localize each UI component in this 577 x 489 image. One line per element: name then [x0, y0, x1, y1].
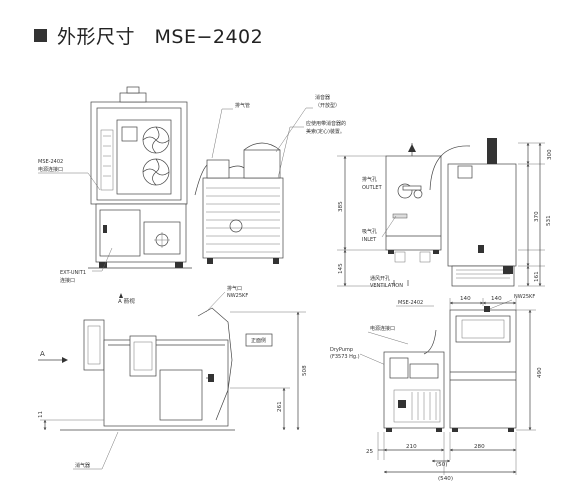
dim-300: 300 — [547, 149, 553, 160]
arrow-view-label: A 箭视 — [118, 297, 135, 305]
exhaust-port-label-2: OUTLET — [362, 185, 383, 191]
muffler-note-2: 美索(定心)装置。 — [306, 128, 345, 135]
view-a-label: A — [40, 350, 45, 358]
dim-531: 531 — [546, 215, 552, 226]
exhaust-pipe-label: 排气管 — [235, 102, 250, 109]
exhaust-port-label-1: 排气孔 — [362, 176, 377, 183]
exhaust-nw25-small-label: NW25KF — [514, 294, 535, 300]
dim-145: 145 — [338, 263, 344, 274]
side-view-pump: 300 370 531 161 — [429, 138, 553, 287]
front-view-machine — [88, 86, 192, 269]
dim-25: 25 — [366, 449, 374, 455]
page-title: 外形尺寸 MSE−2402 — [57, 25, 264, 48]
mse2402-small-label: MSE-2402 — [398, 300, 423, 306]
muffler-label-1: 消音器 — [315, 94, 330, 101]
dim-50: (50) — [436, 462, 447, 468]
muffler-note-1: 应使用带消音器的 — [306, 120, 346, 127]
intake-port-label-2: INLET — [362, 237, 377, 243]
exhaust-nw25-label-2: NW25KF — [227, 293, 248, 299]
drypump-label-1: DryPump — [330, 347, 353, 353]
drypump-label-2: (F3573 Hg.) — [330, 354, 360, 360]
power-port-small-label: 电源连接口 — [370, 325, 395, 332]
exhaust-nw25-label-1: 排气口 — [227, 285, 242, 292]
dim-508: 508 — [302, 365, 308, 376]
muffler-label-2: （开放型） — [315, 102, 340, 109]
ventilation-label-1: 通风开孔 — [370, 275, 390, 282]
dim-210: 210 — [406, 444, 417, 450]
dim-540: (540) — [438, 476, 453, 482]
dim-385: 385 — [338, 201, 344, 212]
ext-unit-label-1: EXT-UNIT1 — [60, 270, 86, 276]
ventilation-label-2: VENTILATION — [370, 283, 403, 289]
side-view-machine: 排气孔 OUTLET 吸气孔 INLET 通风开孔 VENTILATION 38… — [337, 143, 442, 289]
dim-261: 261 — [277, 401, 283, 412]
front-view-bottom-assembly: MSE-2402 电源连接口 DryPump (F3573 Hg.) NW25K… — [330, 294, 543, 482]
front-side-label: 正面侧 — [251, 337, 266, 344]
mse2402-power-label-2: 电源连接口 — [38, 166, 63, 173]
dim-490: 490 — [537, 367, 543, 378]
front-view-pump — [194, 142, 284, 264]
intake-port-label-1: 吸气孔 — [362, 228, 377, 235]
title-bullet-square — [34, 28, 47, 42]
top-left-labels: MSE-2402 电源连接口 排气管 消音器 （开放型） 应使用带消音器的 美索… — [38, 94, 346, 284]
arrow-view-machine: A 箭视 A 正面侧 排气口 NW25KF 消气器 11 261 508 — [38, 285, 308, 470]
dim-11: 11 — [38, 410, 44, 418]
dim-161: 161 — [534, 271, 540, 282]
mse2402-power-label-1: MSE-2402 — [38, 159, 63, 165]
dim-280: 280 — [474, 444, 485, 450]
page-header: 外形尺寸 MSE−2402 — [34, 20, 263, 50]
dim-140-b: 140 — [491, 296, 502, 302]
dim-140-a: 140 — [460, 296, 471, 302]
muffler-small-label: 消气器 — [75, 462, 90, 469]
dim-370: 370 — [534, 211, 540, 222]
ext-unit-label-2: 连接口 — [60, 277, 75, 284]
